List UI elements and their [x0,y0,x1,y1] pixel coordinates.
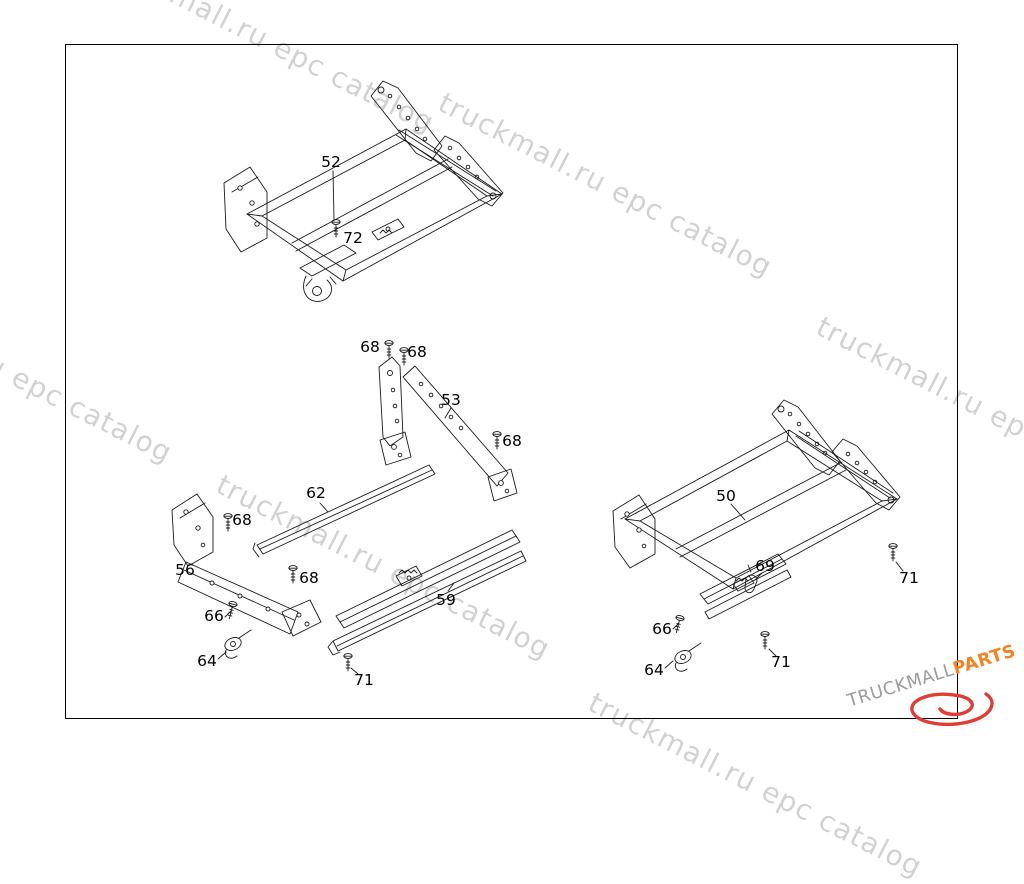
leader-line-69 [754,572,763,581]
part-label-62: 62 [306,484,326,502]
part-label-53: 53 [441,391,461,409]
part-label-71: 71 [354,671,374,689]
part-label-66: 66 [652,620,672,638]
leader-line-71a [350,667,359,675]
part-label-72: 72 [343,229,363,247]
part-label-69: 69 [755,557,775,575]
part-label-layer: 52 72 68 68 53 68 62 68 56 68 66 64 59 71 50 69 71 66 64 71 [175,153,919,689]
logo-swirl-icon [910,692,994,726]
part-label-68: 68 [360,338,380,356]
part-label-50: 50 [716,487,736,505]
part-label-52: 52 [321,153,341,171]
leader-line-66a [224,610,232,618]
leader-line-50 [730,503,746,521]
exploded-view-drawing [171,80,904,675]
leader-line-66b [672,623,679,630]
leader-line-71b [895,561,904,572]
leader-line-52 [332,170,335,220]
leader-line-64a [217,651,227,660]
leader-line-53 [444,407,452,419]
part-label-59: 59 [436,591,456,609]
part-label-71: 71 [899,569,919,587]
drawing-frame-border [65,44,958,719]
part-label-71: 71 [771,653,791,671]
part-label-68: 68 [299,569,319,587]
part-label-64: 64 [644,661,664,679]
assembly-middle-slide-base [171,340,527,675]
part-label-68: 68 [232,511,252,529]
part-label-66: 66 [204,607,224,625]
part-label-56: 56 [175,561,195,579]
assembly-upper-seat-frame [223,80,504,302]
leader-line-64b [664,660,674,669]
assembly-right-seat-frame [612,399,904,672]
part-label-68: 68 [502,432,522,450]
part-label-64: 64 [197,652,217,670]
leader-line-62 [319,502,329,513]
part-label-68: 68 [407,343,427,361]
leader-line-59 [447,582,455,592]
leader-line-71c [768,648,777,657]
